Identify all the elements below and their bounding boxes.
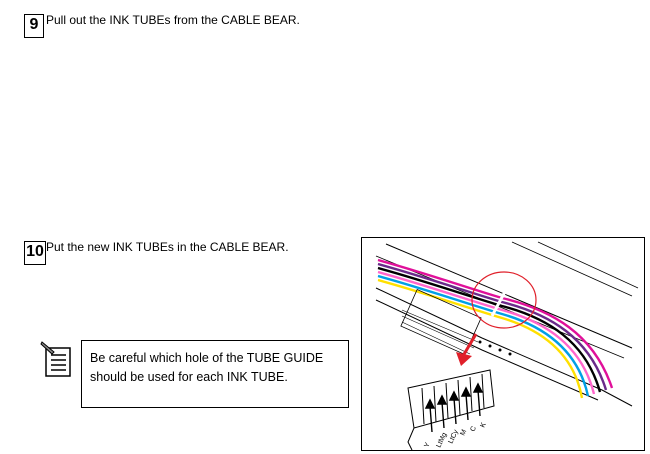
cable-bear-illustration: K C M LtCy LtMg Y: [361, 237, 645, 451]
caution-note: Be careful which hole of the TUBE GUIDE …: [81, 340, 349, 408]
guide-label-c: C: [469, 425, 477, 433]
step-9-text: Pull out the INK TUBEs from the CABLE BE…: [46, 13, 300, 27]
guide-label-k: K: [479, 421, 487, 428]
cable-bear-diagram: K C M LtCy LtMg Y: [375, 241, 639, 451]
caution-note-line-2: should be used for each INK TUBE.: [90, 370, 288, 384]
highlight-circle: [471, 271, 537, 329]
guide-label-y: Y: [423, 441, 431, 448]
caution-note-line-1: Be careful which hole of the TUBE GUIDE: [90, 351, 324, 365]
step-10-text: Put the new INK TUBEs in the CABLE BEAR.: [46, 240, 289, 254]
guide-label-ltcy: LtCy: [447, 428, 460, 444]
step-9-number: 9: [24, 14, 44, 38]
memo-pad-icon: [40, 340, 76, 378]
ink-tubes: [377, 258, 614, 399]
guide-label-m: M: [459, 428, 468, 436]
red-arrow-icon: [456, 333, 478, 366]
guide-label-ltmg: LtMg: [435, 432, 448, 449]
step-10-number: 10: [24, 241, 46, 265]
